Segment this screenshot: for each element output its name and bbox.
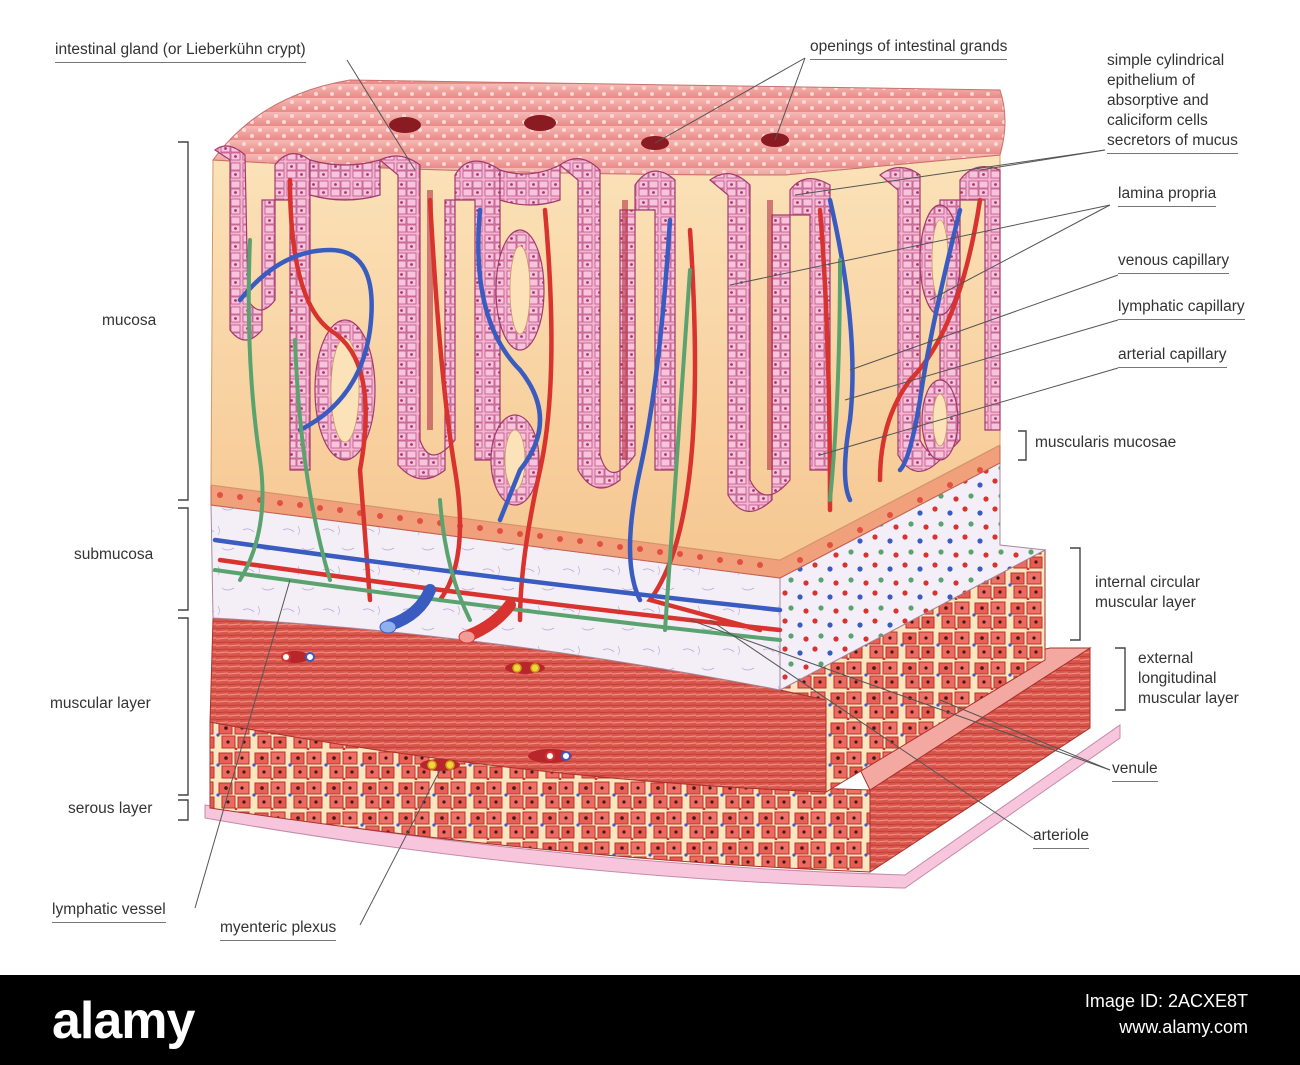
lymphatic-capillaries <box>213 238 842 642</box>
mucosa-top-surface <box>212 79 1006 176</box>
label-arterial-capillary: arterial capillary <box>1118 345 1227 368</box>
label-lymphatic-capillary: lymphatic capillary <box>1118 297 1245 320</box>
venous-capillaries <box>212 197 963 613</box>
stock-url-text: www.alamy.com <box>1119 1017 1248 1037</box>
label-gland-openings: openings of intestinal grands <box>810 37 1008 60</box>
diagram-stage: intestinal gland (or Lieberkühn crypt) o… <box>50 37 1245 941</box>
label-epithelium-line-2: epithelium of <box>1107 72 1195 89</box>
label-epithelium: simple cylindrical epithelium of absorpt… <box>1107 51 1238 154</box>
label-epithelium-line-3: absorptive and <box>1107 92 1209 109</box>
label-muscularis-mucosae: muscularis mucosae <box>1035 434 1177 451</box>
label-mucosa: mucosa <box>102 312 157 329</box>
label-serous-layer: serous layer <box>68 800 153 817</box>
left-brackets <box>178 141 189 821</box>
label-venous-capillary: venous capillary <box>1118 251 1230 274</box>
stock-logo: alamy <box>52 992 195 1050</box>
label-epithelium-line-1: simple cylindrical <box>1107 52 1225 69</box>
stock-footer-bar: alamy Image ID: 2ACXE8T www.alamy.com <box>0 975 1300 1065</box>
label-muscular-layer: muscular layer <box>50 695 151 712</box>
label-external-longitudinal: external longitudinal muscular layer <box>1138 649 1239 709</box>
serous-sheet <box>204 724 1121 889</box>
label-internal-circular-line-2: muscular layer <box>1095 594 1196 611</box>
muscle-vessel-pairs <box>281 651 572 771</box>
right-brackets <box>1018 430 1126 711</box>
leader-lines <box>194 57 1119 926</box>
intestinal-wall-illustration <box>178 57 1126 926</box>
label-epithelium-line-4: caliciform cells <box>1107 112 1208 129</box>
epithelial-folds <box>213 145 1001 512</box>
label-external-longitudinal-line-3: muscular layer <box>1138 690 1239 707</box>
label-internal-circular-line-1: internal circular <box>1095 574 1201 591</box>
label-myenteric-plexus: myenteric plexus <box>220 918 337 941</box>
label-lamina-propria: lamina propria <box>1118 184 1217 207</box>
label-lymphatic-vessel: lymphatic vessel <box>52 900 166 923</box>
label-external-longitudinal-line-1: external <box>1138 650 1194 667</box>
arterial-capillaries <box>217 177 983 633</box>
label-epithelium-line-5: secretors of mucus <box>1107 132 1238 149</box>
label-arteriole: arteriole <box>1033 826 1089 849</box>
label-internal-circular: internal circular muscular layer <box>1095 573 1200 613</box>
submucosa-vessel-ends <box>379 584 516 644</box>
label-submucosa: submucosa <box>74 546 154 563</box>
label-venule: venule <box>1112 759 1158 782</box>
image-id-text: Image ID: 2ACXE8T <box>1084 991 1248 1011</box>
label-intestinal-gland: intestinal gland (or Lieberkühn crypt) <box>55 40 306 63</box>
label-external-longitudinal-line-2: longitudinal <box>1138 670 1217 687</box>
